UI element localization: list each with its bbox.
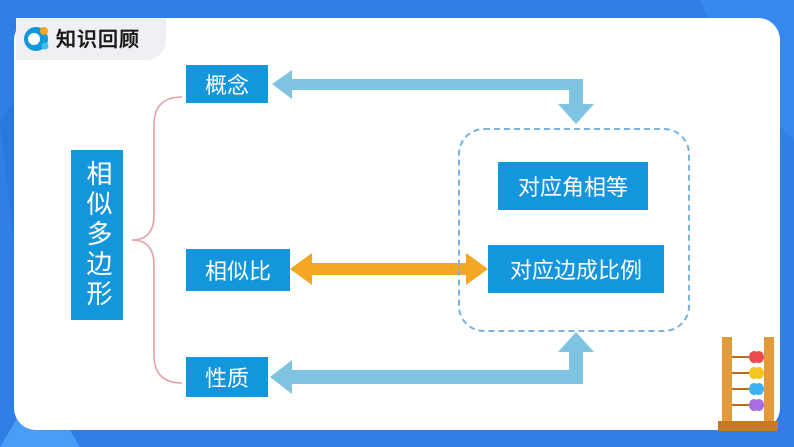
property-box: 性质 bbox=[186, 357, 268, 397]
concept-arrow bbox=[272, 70, 594, 124]
ratio-arrow bbox=[290, 253, 488, 285]
abacus-icon bbox=[718, 337, 778, 431]
concept-label: 概念 bbox=[204, 74, 249, 99]
angles-box: 对应角相等 bbox=[498, 162, 648, 210]
logo-icon bbox=[24, 27, 49, 51]
concept-box: 概念 bbox=[186, 65, 268, 103]
sides-label: 对应边成比例 bbox=[509, 259, 642, 284]
property-label: 性质 bbox=[204, 367, 249, 392]
angles-label: 对应角相等 bbox=[517, 176, 628, 201]
property-group bbox=[458, 128, 690, 332]
ratio-box: 相似比 bbox=[186, 249, 290, 291]
root-label: 相似多边形 bbox=[82, 160, 112, 310]
root-box: 相似多边形 bbox=[71, 150, 123, 320]
sides-box: 对应边成比例 bbox=[488, 245, 664, 293]
page-title: 知识回顾 bbox=[56, 27, 140, 51]
brace bbox=[131, 96, 183, 384]
property-arrow bbox=[270, 332, 594, 394]
ratio-label: 相似比 bbox=[204, 260, 271, 285]
